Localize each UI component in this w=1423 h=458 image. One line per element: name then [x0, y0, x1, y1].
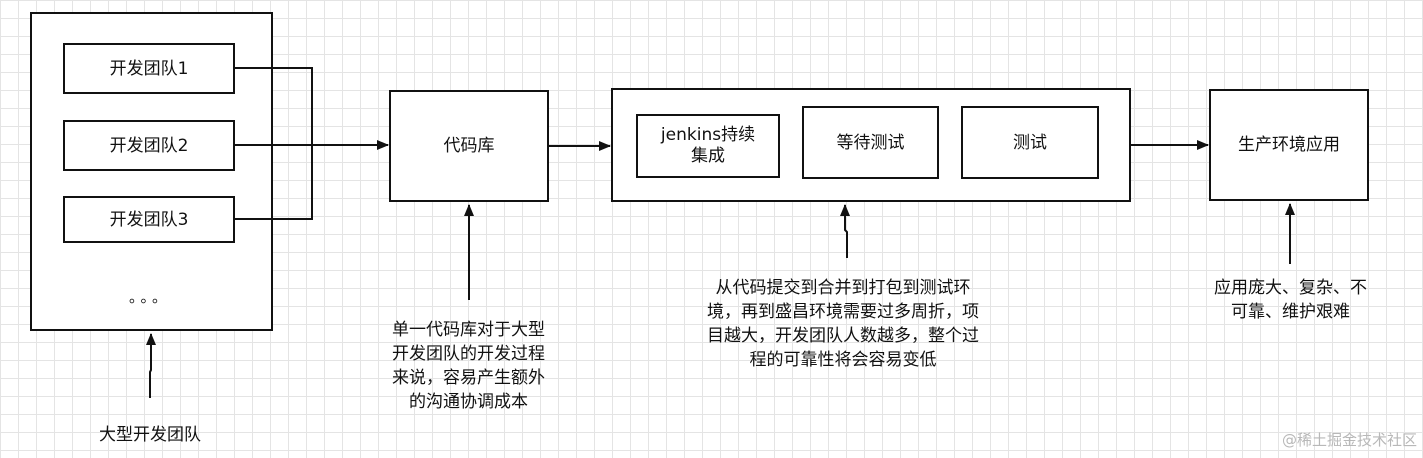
- code-repo-label: 代码库: [443, 136, 495, 156]
- watermark: @稀土掘金技术社区: [1281, 431, 1417, 449]
- pipeline-note-arrow: [840, 204, 850, 258]
- dev-team-1-box: 开发团队1: [63, 43, 235, 94]
- waiting-test-stage-box: 等待测试: [802, 106, 939, 179]
- dev-team-3-label: 开发团队3: [109, 209, 189, 230]
- jenkins-stage-label: jenkins持续 集成: [660, 125, 756, 166]
- large-team-caption: 大型开发团队: [99, 425, 201, 445]
- test-stage-box: 测试: [961, 106, 1099, 179]
- test-stage-label: 测试: [1013, 132, 1047, 153]
- team-caption-arrow: [146, 333, 156, 398]
- dev-team-2-box: 开发团队2: [63, 120, 235, 171]
- code-repo-box: 代码库: [389, 90, 549, 202]
- dev-team-2-label: 开发团队2: [109, 135, 189, 156]
- production-note: 应用庞大、复杂、不 可靠、维护艰难: [1214, 278, 1367, 322]
- pipeline-note: 从代码提交到合并到打包到测试环 境，再到盛昌环境需要过多周折，项 目越大，开发团…: [707, 278, 979, 370]
- dev-team-1-label: 开发团队1: [109, 58, 189, 79]
- team-ellipsis: 。。。: [128, 288, 171, 306]
- jenkins-stage-box: jenkins持续 集成: [636, 114, 780, 178]
- repo-note: 单一代码库对于大型 开发团队的开发过程 来说，容易产生额外 的沟通协调成本: [392, 320, 545, 412]
- dev-team-3-box: 开发团队3: [63, 196, 235, 243]
- production-label: 生产环境应用: [1238, 135, 1340, 155]
- waiting-test-stage-label: 等待测试: [836, 132, 905, 153]
- production-box: 生产环境应用: [1209, 89, 1369, 201]
